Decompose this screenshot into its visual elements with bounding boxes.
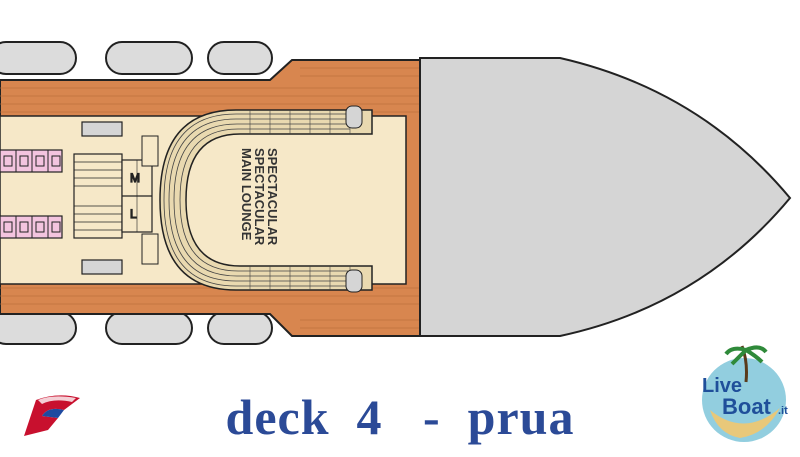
main-lounge: SPECTACULAR SPECTACULAR MAIN LOUNGE (141, 105, 373, 293)
lounge-label-line-1: SPECTACULAR (265, 148, 280, 246)
caption-number: 4 (356, 389, 383, 445)
bow-hull (419, 57, 792, 337)
room-letter-l: L (130, 207, 137, 221)
stair-and-elevator-block: M L (73, 121, 153, 275)
lounge-label-line-3: MAIN LOUNGE (239, 148, 254, 241)
carnival-funnel-icon (24, 395, 80, 436)
cabins (0, 149, 63, 239)
lounge-label-line-2: SPECTACULAR (252, 148, 267, 246)
room-letter-m: M (130, 171, 140, 185)
lifeboats-bottom (0, 311, 273, 345)
caption-deck: deck (225, 389, 330, 445)
deck-caption: deck 4 - prua (0, 388, 800, 446)
lifeboats-top (0, 41, 273, 75)
watermark-live: Live (702, 375, 742, 397)
watermark-suffix: .it (778, 405, 788, 417)
caption-section: prua (467, 389, 575, 445)
liveboat-watermark: Live Boat .it (702, 345, 788, 442)
watermark-boat: Boat (722, 394, 772, 419)
caption-dash: - (423, 389, 441, 445)
